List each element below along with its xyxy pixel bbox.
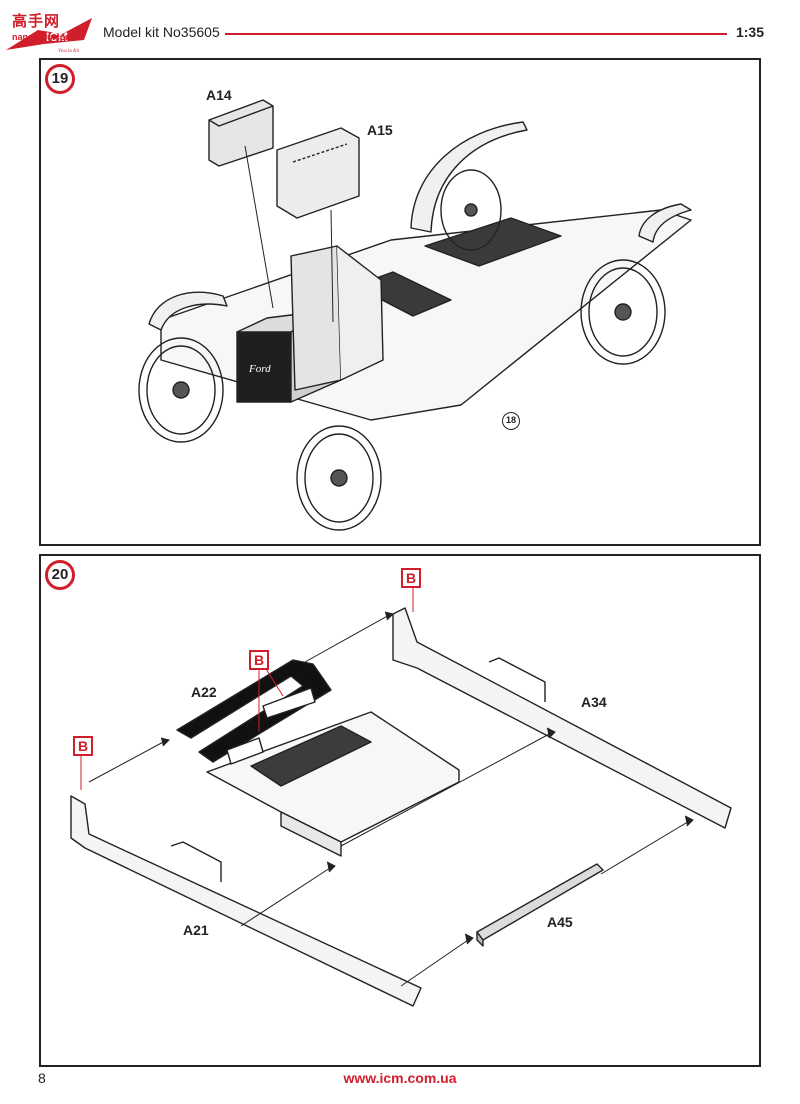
step-20-floor-drawing [70, 586, 732, 1007]
step-reference-18: 18 [502, 412, 520, 430]
step-20-badge: 20 [45, 560, 75, 590]
decal-tag-b-top: B [401, 568, 421, 588]
page-number: 8 [38, 1070, 46, 1086]
wheel-front-right [296, 425, 382, 531]
svg-text:ICM: ICM [46, 30, 68, 44]
decal-tag-b-left: B [73, 736, 93, 756]
part-label-a14: A14 [206, 87, 232, 103]
step-19-badge: 19 [45, 64, 75, 94]
step-20-panel: 20 B B B A22 A34 A21 A45 [39, 554, 761, 1067]
model-kit-title: Model kit No35605 [103, 24, 220, 40]
watermark-url: nan-shou.com [12, 32, 74, 42]
step-19-chassis-drawing: Ford [138, 99, 692, 531]
part-label-a15: A15 [367, 122, 393, 138]
icm-logo: ICM Viva la Kit 高手网 nan-shou.com [4, 4, 96, 54]
header-divider [225, 33, 727, 35]
wheel-front-left [138, 337, 224, 443]
scale-label: 1:35 [735, 24, 764, 40]
step-19-panel: Ford [39, 58, 761, 546]
website-link[interactable]: www.icm.com.ua [343, 1070, 457, 1086]
part-label-a22: A22 [191, 684, 217, 700]
svg-text:Viva la Kit: Viva la Kit [58, 49, 80, 54]
watermark-text: 高手网 [12, 12, 61, 30]
header: ICM Viva la Kit 高手网 nan-shou.com Model k… [0, 0, 800, 56]
ford-emblem: Ford [248, 363, 271, 375]
part-label-a45: A45 [547, 914, 573, 930]
part-label-a34: A34 [581, 694, 607, 710]
wheel-rear-left [440, 169, 502, 251]
part-label-a21: A21 [183, 922, 209, 938]
logo-shape: ICM Viva la Kit [6, 18, 92, 54]
wheel-rear-right [580, 259, 666, 365]
decal-tag-b-center: B [249, 650, 269, 670]
